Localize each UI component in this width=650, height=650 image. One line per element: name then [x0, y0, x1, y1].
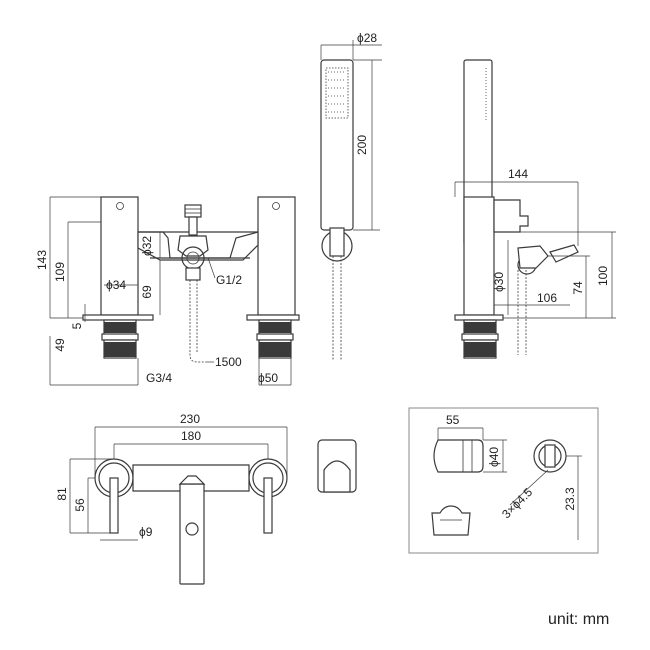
dim-centres: 180 [181, 429, 201, 443]
front-dimension-labels: 143 109 5 49 ϕ34 ϕ32 69 G1/2 G3/4 1500 ϕ… [35, 236, 278, 385]
dim-hand-shower-diameter: ϕ28 [357, 31, 377, 45]
dim-connection-height: 69 [140, 285, 154, 299]
hand-shower [320, 40, 382, 360]
dim-top-offset: 56 [73, 498, 87, 512]
left-base-plate [82, 314, 154, 321]
diverter-knob [184, 204, 202, 218]
right-pillar [257, 196, 296, 316]
side-dimensions [454, 181, 616, 319]
dim-bracket-height: 23.3 [563, 487, 577, 511]
dim-holder-diameter: ϕ30 [492, 272, 506, 292]
dim-ring-gap: 5 [70, 322, 84, 329]
dim-shank-thread: G3/4 [146, 371, 172, 385]
dim-base-diameter: ϕ34 [106, 278, 126, 292]
bracket-top [431, 505, 471, 536]
right-base-plate [246, 314, 300, 321]
bracket-detail [408, 407, 599, 554]
dim-bracket-width: 55 [446, 413, 460, 427]
side-holder [517, 245, 549, 269]
dim-spout-height: 109 [53, 262, 67, 282]
dim-overall-width: 230 [180, 412, 200, 426]
dim-side-depth: 144 [508, 167, 528, 181]
side-spout [493, 199, 529, 233]
dim-screw-holes: 3×ϕ4.5 [499, 485, 535, 521]
dim-top-depth: 81 [55, 487, 69, 501]
dim-base-flange: ϕ50 [258, 371, 278, 385]
right-nut [259, 322, 291, 333]
dim-hose-thread: G1/2 [216, 273, 242, 287]
dim-spout-reach: 106 [537, 291, 557, 305]
dim-hand-shower-length: 200 [355, 135, 369, 155]
dim-spout-diameter: ϕ32 [140, 236, 154, 256]
dim-hose-length: 1500 [215, 355, 242, 369]
dim-body-height: 143 [35, 250, 49, 270]
side-pillar [463, 196, 495, 316]
left-pillar [100, 196, 139, 316]
dim-diverter-height: 100 [596, 266, 610, 286]
dim-holder-height: 74 [571, 281, 585, 295]
front-view [82, 196, 300, 363]
left-nut [104, 322, 136, 333]
left-handle [109, 477, 119, 534]
front-dimensions [49, 196, 292, 386]
detail-frame [408, 407, 599, 554]
dim-handle-diameter: ϕ9 [139, 525, 153, 539]
hose-connector [177, 235, 209, 257]
right-handle [263, 477, 273, 534]
dim-bracket-diameter: ϕ40 [487, 447, 501, 467]
top-view [94, 439, 357, 585]
bracket-side [433, 439, 484, 473]
side-view [454, 59, 579, 359]
top-dimensions [69, 426, 288, 541]
dim-shank-length: 49 [53, 338, 67, 352]
unit-note: unit: mm [548, 611, 609, 628]
